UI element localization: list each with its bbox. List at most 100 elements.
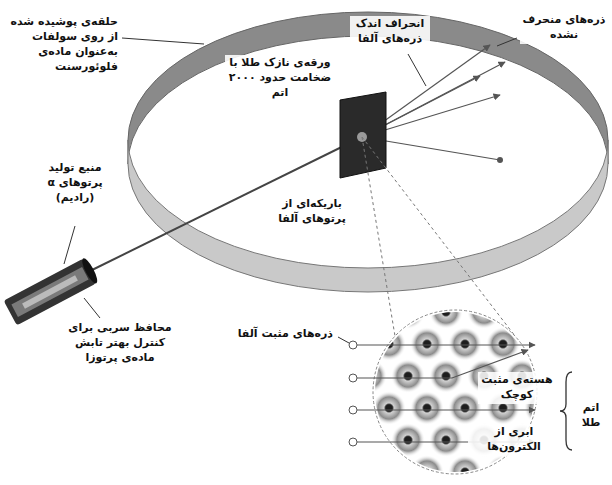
- nucleus: [386, 341, 393, 348]
- gold-atom: [486, 455, 520, 485]
- electron-cloud: [467, 295, 501, 329]
- gold-atom: [524, 327, 558, 361]
- nucleus: [405, 309, 412, 316]
- electron-cloud: [524, 327, 558, 361]
- gold-atom: [467, 295, 501, 329]
- zoom-line: [362, 137, 395, 336]
- nucleus: [557, 309, 564, 316]
- electron-cloud: [505, 295, 539, 329]
- gold-atom: [353, 295, 387, 329]
- leader-line: [497, 38, 517, 46]
- alpha-beam: [90, 137, 362, 271]
- gold-atom: [391, 359, 425, 393]
- gold-atom: [486, 327, 520, 361]
- shield-opening: [80, 257, 100, 285]
- gold-atom: [448, 327, 482, 361]
- gold-atom: [562, 455, 596, 485]
- gold-atom: [334, 391, 368, 425]
- nucleus: [500, 469, 507, 476]
- nucleus: [576, 341, 583, 348]
- nucleus: [348, 469, 355, 476]
- alpha-label: ذره‌های مثبت آلفا: [220, 326, 335, 343]
- nucleus: [462, 341, 469, 348]
- electron-cloud: [391, 359, 425, 393]
- alpha-particle: [349, 406, 357, 414]
- gold-atom: [353, 359, 387, 393]
- electron-cloud: [315, 359, 349, 393]
- nucleus: [538, 405, 545, 412]
- nucleus: [519, 309, 526, 316]
- electron-cloud: [486, 327, 520, 361]
- electron-cloud: [486, 455, 520, 485]
- electron-cloud: [372, 327, 406, 361]
- foil-label: ورقه‌ی نازک طلا با ضخامت حدود ۲۰۰۰ اتم: [225, 55, 335, 102]
- electron-cloud: [448, 391, 482, 425]
- nucleus-label: هسته‌ی مثبت کوچک: [478, 372, 556, 404]
- zoom-line: [362, 137, 515, 336]
- electron-cloud: [391, 423, 425, 457]
- nucleus: [329, 373, 336, 380]
- electron-cloud: [372, 455, 406, 485]
- gold-atom: [429, 423, 463, 457]
- electron-cloud: [353, 359, 387, 393]
- nucleus: [576, 469, 583, 476]
- leader-line: [84, 298, 100, 318]
- gold-atom: [372, 391, 406, 425]
- deflection-label: انحراف اندک ذره‌های آلفا: [350, 16, 430, 48]
- nucleus: [367, 309, 374, 316]
- nucleus: [329, 309, 336, 316]
- leader-line: [408, 54, 426, 86]
- leader-line: [338, 337, 349, 343]
- nucleus: [443, 309, 450, 316]
- gold-atom: [353, 423, 387, 457]
- gold-atom: [391, 295, 425, 329]
- electron-cloud: [429, 423, 463, 457]
- electron-cloud: [315, 423, 349, 457]
- electron-cloud: [543, 295, 577, 329]
- radium-source: [4, 257, 100, 326]
- gold-atom: [448, 391, 482, 425]
- electron-cloud: [562, 455, 596, 485]
- leader-line: [64, 226, 75, 264]
- leader-line: [122, 38, 204, 44]
- brace: [560, 372, 572, 450]
- gold-atom: [410, 391, 444, 425]
- source-label: منبع تولید پرتوهای α (رادیم): [30, 160, 120, 207]
- gold-atom: [334, 455, 368, 485]
- nucleus: [538, 341, 545, 348]
- electron-cloud: [448, 327, 482, 361]
- alpha-particle: [349, 374, 357, 382]
- electron-cloud: [448, 455, 482, 485]
- electron-label: ابری از الکترون‌ها: [468, 424, 560, 456]
- alpha-path: [357, 344, 535, 345]
- lead-shield: [4, 259, 97, 326]
- gold-atom: [315, 423, 349, 457]
- alpha-particle: [349, 438, 357, 446]
- electron-cloud: [372, 391, 406, 425]
- gold-atom: [372, 455, 406, 485]
- nucleus: [386, 469, 393, 476]
- electron-cloud: [353, 423, 387, 457]
- gold-atom: [543, 295, 577, 329]
- gold-atom: [410, 327, 444, 361]
- electron-cloud: [391, 295, 425, 329]
- alpha-particle: [349, 341, 357, 349]
- gold-atom: [524, 455, 558, 485]
- ring-label: حلقه‌ی پوشیده شده از روی سولفات به‌عنوان…: [2, 14, 120, 75]
- electron-cloud: [353, 295, 387, 329]
- nucleus: [424, 341, 431, 348]
- electron-cloud: [410, 391, 444, 425]
- nucleus: [481, 309, 488, 316]
- gold-atom: [562, 327, 596, 361]
- nucleus: [500, 341, 507, 348]
- gold-atom: [429, 295, 463, 329]
- nucleus: [538, 469, 545, 476]
- nucleus: [462, 469, 469, 476]
- alpha-path: [357, 409, 535, 410]
- electron-cloud: [334, 455, 368, 485]
- gold-atom: [410, 455, 444, 485]
- gold-atom: [334, 327, 368, 361]
- shield-label: محافظ سربی برای کنترل بهتر تابش ماده‌ی پ…: [60, 320, 180, 367]
